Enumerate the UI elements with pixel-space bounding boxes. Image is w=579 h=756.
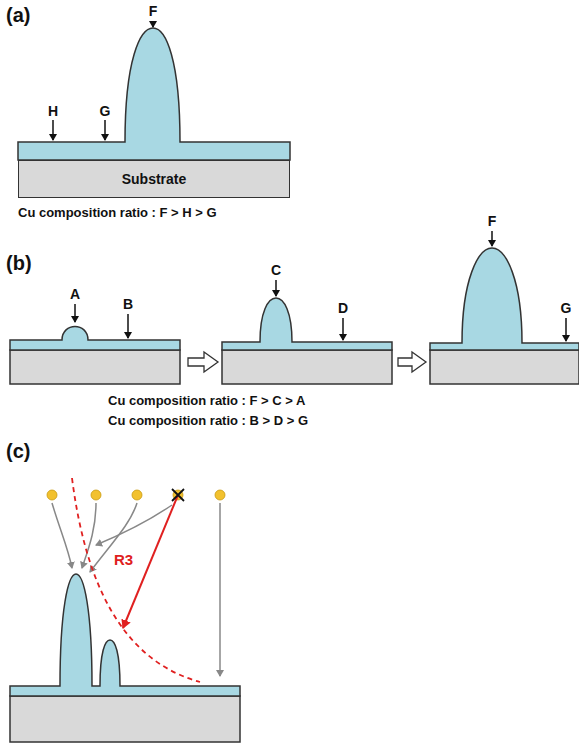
ratio-note: Cu composition ratio : B > D > G xyxy=(108,414,308,428)
point-label: C xyxy=(271,263,281,278)
point-label: B xyxy=(123,297,133,312)
point-label: G xyxy=(561,301,572,316)
point-label: F xyxy=(488,214,497,229)
ratio-note: Cu composition ratio : F > H > G xyxy=(18,206,217,220)
panel-letter: (a) xyxy=(6,4,30,26)
point-label: D xyxy=(338,301,348,316)
point-label: H xyxy=(48,104,58,119)
layer-name: Substrate xyxy=(122,171,187,187)
point-label: F xyxy=(149,4,158,19)
substrate-layer: Substrate xyxy=(18,160,290,198)
point-label: G xyxy=(100,104,111,119)
ratio-note: Cu composition ratio : F > C > A xyxy=(108,394,305,408)
radius-label: R3 xyxy=(112,552,135,569)
panel-letter: (c) xyxy=(6,440,30,462)
panel-letter: (b) xyxy=(6,252,32,274)
point-label: A xyxy=(70,287,80,302)
